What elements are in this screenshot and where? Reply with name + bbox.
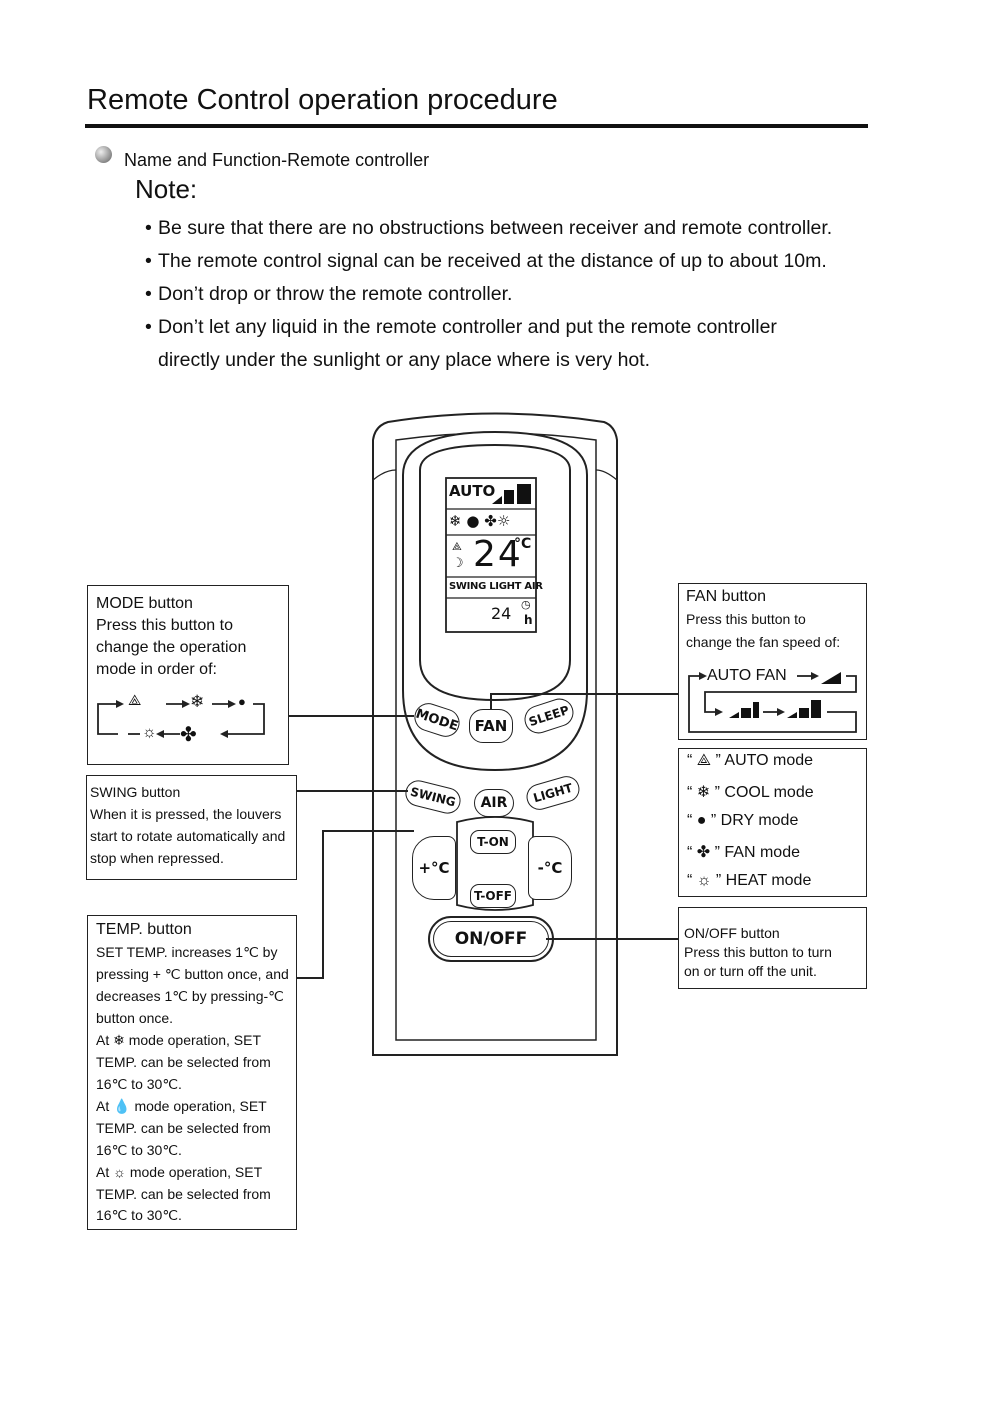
legend-row: “ ☼ ” HEAT mode [687, 872, 812, 889]
drop-icon: ● [238, 694, 246, 709]
timer-off-button[interactable]: T-OFF [470, 884, 516, 908]
callout-text: stop when repressed. [90, 850, 224, 866]
note-item: •The remote control signal can be receiv… [145, 250, 827, 272]
callout-text: At 💧 mode operation, SET [96, 1098, 267, 1114]
temp-down-button[interactable]: -°C [528, 836, 572, 900]
lcd-status-labels: SWING LIGHT AIR [449, 581, 543, 592]
mode-callout: MODE button Press this button to change … [87, 585, 289, 765]
fan-callout: FAN button Press this button to change t… [678, 583, 867, 740]
legend-row: “ ● ” DRY mode [687, 812, 799, 829]
temp-up-button[interactable]: +°C [412, 836, 456, 900]
callout-text: on or turn off the unit. [684, 963, 817, 979]
callout-text: TEMP. can be selected from [96, 1186, 271, 1202]
callout-title: MODE button [96, 595, 193, 612]
auto-icon: ⟁ [696, 752, 712, 769]
snowflake-icon: ❄ [190, 692, 205, 711]
legend-row: “ ❄ ” COOL mode [687, 784, 814, 801]
callout-text: pressing + ℃ button once, and [96, 966, 289, 982]
lcd-timer-value: 24 [491, 604, 512, 623]
mode-cycle-diagram [97, 700, 265, 738]
on-off-button[interactable]: ON/OFF [428, 916, 554, 962]
modes-legend: “ ⟁ ” AUTO mode “ ❄ ” COOL mode “ ● ” DR… [678, 748, 867, 897]
moon-icon: ☽ [452, 556, 464, 571]
lcd-temperature: 24 [473, 534, 523, 575]
note-item: •Don’t let any liquid in the remote cont… [145, 316, 777, 338]
swing-callout: SWING button When it is pressed, the lou… [86, 775, 297, 880]
temp-callout: TEMP. button SET TEMP. increases 1℃ by p… [87, 915, 297, 1230]
lcd-auto-label: AUTO [449, 482, 496, 500]
air-button[interactable]: AIR [474, 789, 514, 817]
lcd-mode-icons: ❄ ● ✤☼ [449, 512, 510, 530]
callout-text: change the fan speed of: [686, 634, 841, 650]
lcd-temp-unit: °C [514, 536, 532, 552]
callout-title: SWING button [90, 784, 181, 800]
fan-leader-line [490, 693, 678, 695]
timer-on-button[interactable]: T-ON [470, 830, 516, 854]
snowflake-icon: ❄ [696, 784, 711, 801]
snowflake-icon: ❄ [449, 512, 462, 530]
drop-icon: ● [696, 812, 707, 829]
callout-text: change the operation [96, 639, 247, 656]
callout-text: At ❄ mode operation, SET [96, 1032, 262, 1048]
clock-icon: ◷ [521, 598, 531, 611]
sun-icon: ☼ [142, 724, 157, 741]
callout-title: ON/OFF button [684, 925, 780, 941]
callout-text: 16℃ to 30℃. [96, 1207, 182, 1223]
callout-text: decreases 1℃ by pressing-℃ [96, 988, 284, 1004]
page-title: Remote Control operation procedure [87, 84, 558, 116]
title-divider [85, 124, 868, 128]
drop-icon: ● [466, 512, 480, 530]
callout-text: Press this button to turn [684, 944, 832, 960]
callout-title: FAN button [686, 588, 767, 605]
auto-icon: ⟁ [452, 540, 462, 553]
temp-leader-line-vertical [322, 830, 324, 978]
swing-leader-line [296, 790, 408, 792]
temp-leader-line-bottom [296, 977, 324, 979]
fan-button[interactable]: FAN [469, 709, 513, 743]
callout-text: SET TEMP. increases 1℃ by [96, 944, 278, 960]
callout-text: Press this button to [96, 617, 233, 634]
callout-text: Press this button to [686, 611, 806, 627]
note-item: •Be sure that there are no obstructions … [145, 217, 833, 239]
callout-text: At ☼ mode operation, SET [96, 1164, 263, 1180]
fan-speed-cycle-diagram [688, 672, 857, 733]
note-item: •Don’t drop or throw the remote controll… [145, 283, 513, 305]
note-heading: Note: [135, 174, 198, 204]
legend-row: “ ✤ ” FAN mode [687, 844, 800, 861]
callout-text: 16℃ to 30℃. [96, 1142, 182, 1158]
lcd-timer-unit: h [524, 613, 533, 627]
callout-text: TEMP. can be selected from [96, 1054, 271, 1070]
legend-row: “ ⟁ ” AUTO mode [687, 752, 814, 769]
fan-icon: ✤ [696, 844, 711, 861]
callout-text: start to rotate automatically and [90, 828, 286, 844]
section-title: Name and Function-Remote controller [124, 150, 430, 170]
callout-text: When it is pressed, the louvers [90, 806, 282, 822]
fan-icon: ✤ [484, 512, 497, 530]
auto-fan-label: AUTO FAN [707, 667, 787, 684]
mode-leader-line [288, 715, 414, 717]
temp-leader-line [322, 830, 414, 832]
callout-text: mode in order of: [96, 661, 217, 678]
auto-icon: ⟁ [128, 692, 142, 709]
callout-text: TEMP. can be selected from [96, 1120, 271, 1136]
callout-title: TEMP. button [96, 921, 192, 938]
callout-text: button once. [96, 1010, 174, 1026]
onoff-callout: ON/OFF button Press this button to turn … [678, 907, 867, 989]
fan-icon: ✤ [180, 724, 197, 746]
sun-icon: ☼ [496, 512, 511, 530]
callout-text: 16℃ to 30℃. [96, 1076, 182, 1092]
note-item-continued: directly under the sunlight or any place… [158, 349, 651, 371]
onoff-leader-line [546, 938, 679, 940]
fan-leader-line-vertical [490, 693, 492, 709]
section-bullet-icon [95, 146, 112, 163]
sun-icon: ☼ [696, 872, 712, 889]
